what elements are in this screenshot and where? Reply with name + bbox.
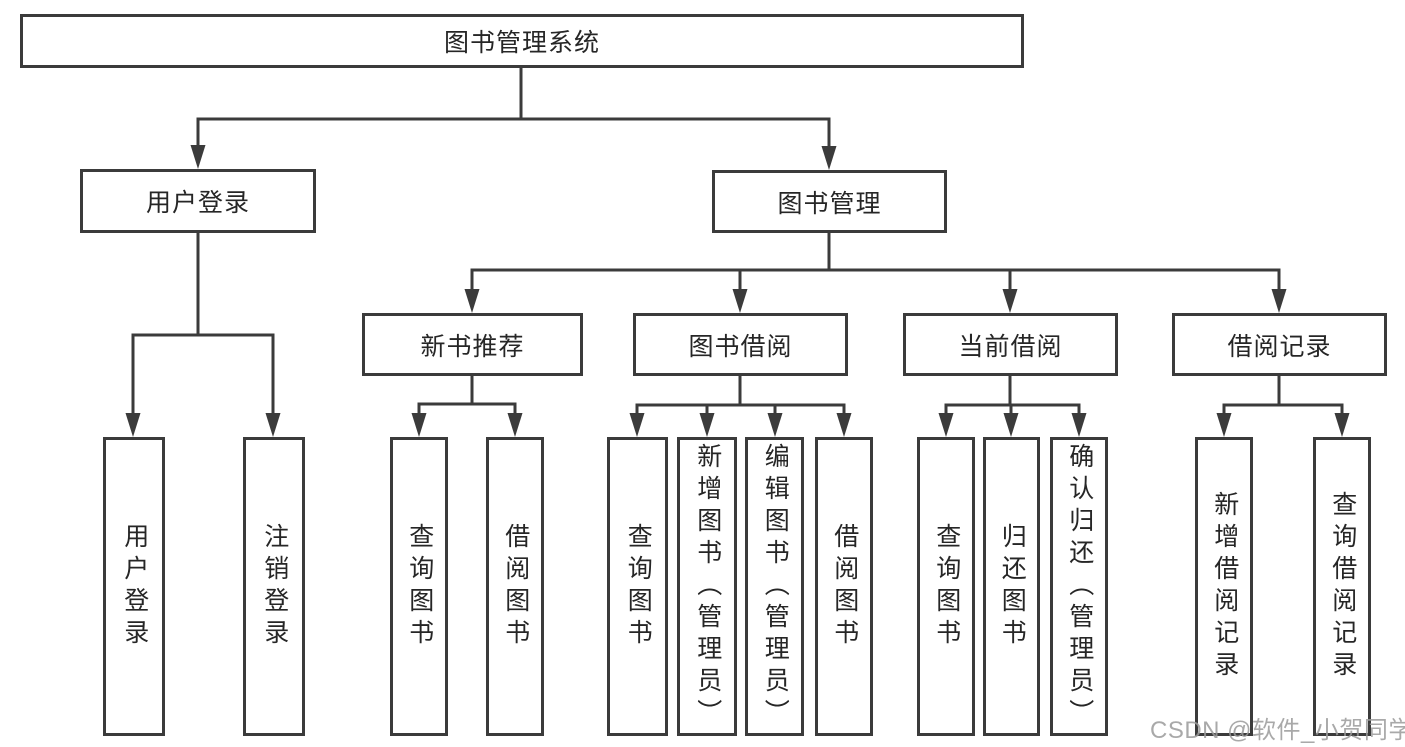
leaf-add-books-admin-label: 新增图书（管理员） (693, 442, 722, 731)
leaf-return-books: 归还图书 (983, 437, 1040, 736)
leaf-query-borrow-record: 查询借阅记录 (1313, 437, 1371, 736)
node-book-borrowing-label: 图书借阅 (688, 332, 793, 361)
leaf-query-books-current-label: 查询图书 (932, 522, 961, 651)
leaf-query-books-recommend-label: 查询图书 (405, 522, 434, 651)
node-current-borrowing-label: 当前借阅 (958, 332, 1063, 361)
node-user-login-label: 用户登录 (145, 189, 250, 217)
leaf-borrow-books-recommend-label: 借阅图书 (501, 522, 530, 651)
leaf-confirm-return-admin-label: 确认归还（管理员） (1065, 442, 1094, 731)
leaf-add-borrow-record: 新增借阅记录 (1195, 437, 1253, 736)
leaf-query-books-recommend: 查询图书 (390, 437, 448, 736)
leaf-user-login-label: 用户登录 (120, 522, 149, 651)
node-borrow-records: 借阅记录 (1172, 313, 1387, 376)
leaf-edit-books-admin: 编辑图书（管理员） (745, 437, 804, 736)
node-library-system-label: 图书管理系统 (443, 29, 600, 57)
leaf-logout: 注销登录 (243, 437, 305, 736)
leaf-confirm-return-admin: 确认归还（管理员） (1050, 437, 1108, 736)
leaf-add-borrow-record-label: 新增借阅记录 (1210, 490, 1239, 683)
leaf-return-books-label: 归还图书 (998, 522, 1027, 651)
leaf-query-books-borrowing: 查询图书 (607, 437, 668, 736)
leaf-borrow-books: 借阅图书 (815, 437, 873, 736)
node-new-book-recommend: 新书推荐 (362, 313, 583, 376)
node-user-login: 用户登录 (80, 169, 316, 233)
leaf-query-books-borrowing-label: 查询图书 (624, 522, 653, 651)
leaf-borrow-books-recommend: 借阅图书 (486, 437, 544, 736)
leaf-edit-books-admin-label: 编辑图书（管理员） (761, 442, 790, 731)
csdn-watermark: CSDN @软件_小贺同学 (1150, 717, 1405, 744)
leaf-logout-label: 注销登录 (260, 522, 289, 651)
leaf-add-books-admin: 新增图书（管理员） (677, 437, 737, 736)
node-current-borrowing: 当前借阅 (903, 313, 1118, 376)
node-new-book-recommend-label: 新书推荐 (420, 332, 525, 361)
leaf-query-books-current: 查询图书 (917, 437, 975, 736)
node-library-system: 图书管理系统 (20, 14, 1024, 68)
leaf-borrow-books-label: 借阅图书 (830, 522, 859, 651)
leaf-query-borrow-record-label: 查询借阅记录 (1328, 490, 1357, 683)
node-book-borrowing: 图书借阅 (633, 313, 848, 376)
node-borrow-records-label: 借阅记录 (1227, 332, 1332, 361)
node-book-management: 图书管理 (712, 170, 947, 233)
node-book-management-label: 图书管理 (777, 189, 882, 218)
leaf-user-login: 用户登录 (103, 437, 165, 736)
